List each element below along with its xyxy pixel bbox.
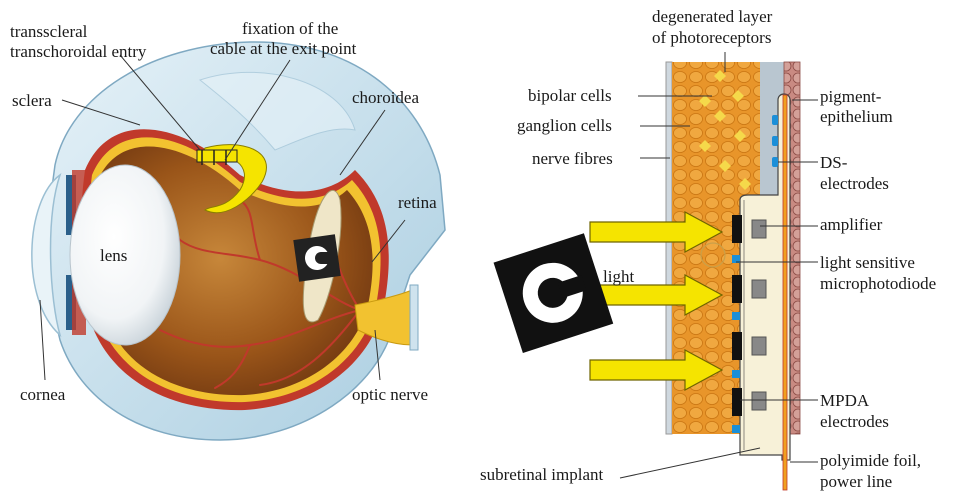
label-fixation-2: cable at the exit point [210,39,357,58]
label-lens: lens [100,246,127,265]
label-light-sensitive-1: light sensitive [820,253,915,272]
label-degenerated-1: degenerated layer [652,7,773,26]
label-degenerated-2: of photoreceptors [652,28,771,47]
label-light: light [603,267,634,286]
label-ds-2: electrodes [820,174,889,193]
label-bipolar: bipolar cells [528,86,612,105]
label-polyimide-2: power line [820,472,892,491]
label-ganglion: ganglion cells [517,116,612,135]
label-transscleral-1: transscleral [10,22,88,41]
label-choroidea: choroidea [352,88,419,107]
label-mpda-2: electrodes [820,412,889,431]
label-polyimide-1: polyimide foil, [820,451,921,470]
label-nerve-fibres: nerve fibres [532,149,613,168]
label-ds-1: DS- [820,153,848,172]
label-transscleral-2: transchoroidal entry [10,42,147,61]
label-cornea: cornea [20,385,66,404]
label-sclera: sclera [12,91,52,110]
label-fixation-1: fixation of the [242,19,338,38]
ds-electrodes [772,115,778,167]
label-optic-nerve: optic nerve [352,385,428,404]
label-retina: retina [398,193,437,212]
label-pigment-1: pigment- [820,87,882,106]
label-amplifier: amplifier [820,215,883,234]
label-mpda-1: MPDA [820,391,870,410]
light-arrows [590,212,722,390]
label-pigment-2: epithelium [820,107,893,126]
fixation-clip [197,150,237,162]
label-subretinal: subretinal implant [480,465,604,484]
landolt-c-card [494,233,614,353]
label-light-sensitive-2: microphotodiode [820,274,936,293]
